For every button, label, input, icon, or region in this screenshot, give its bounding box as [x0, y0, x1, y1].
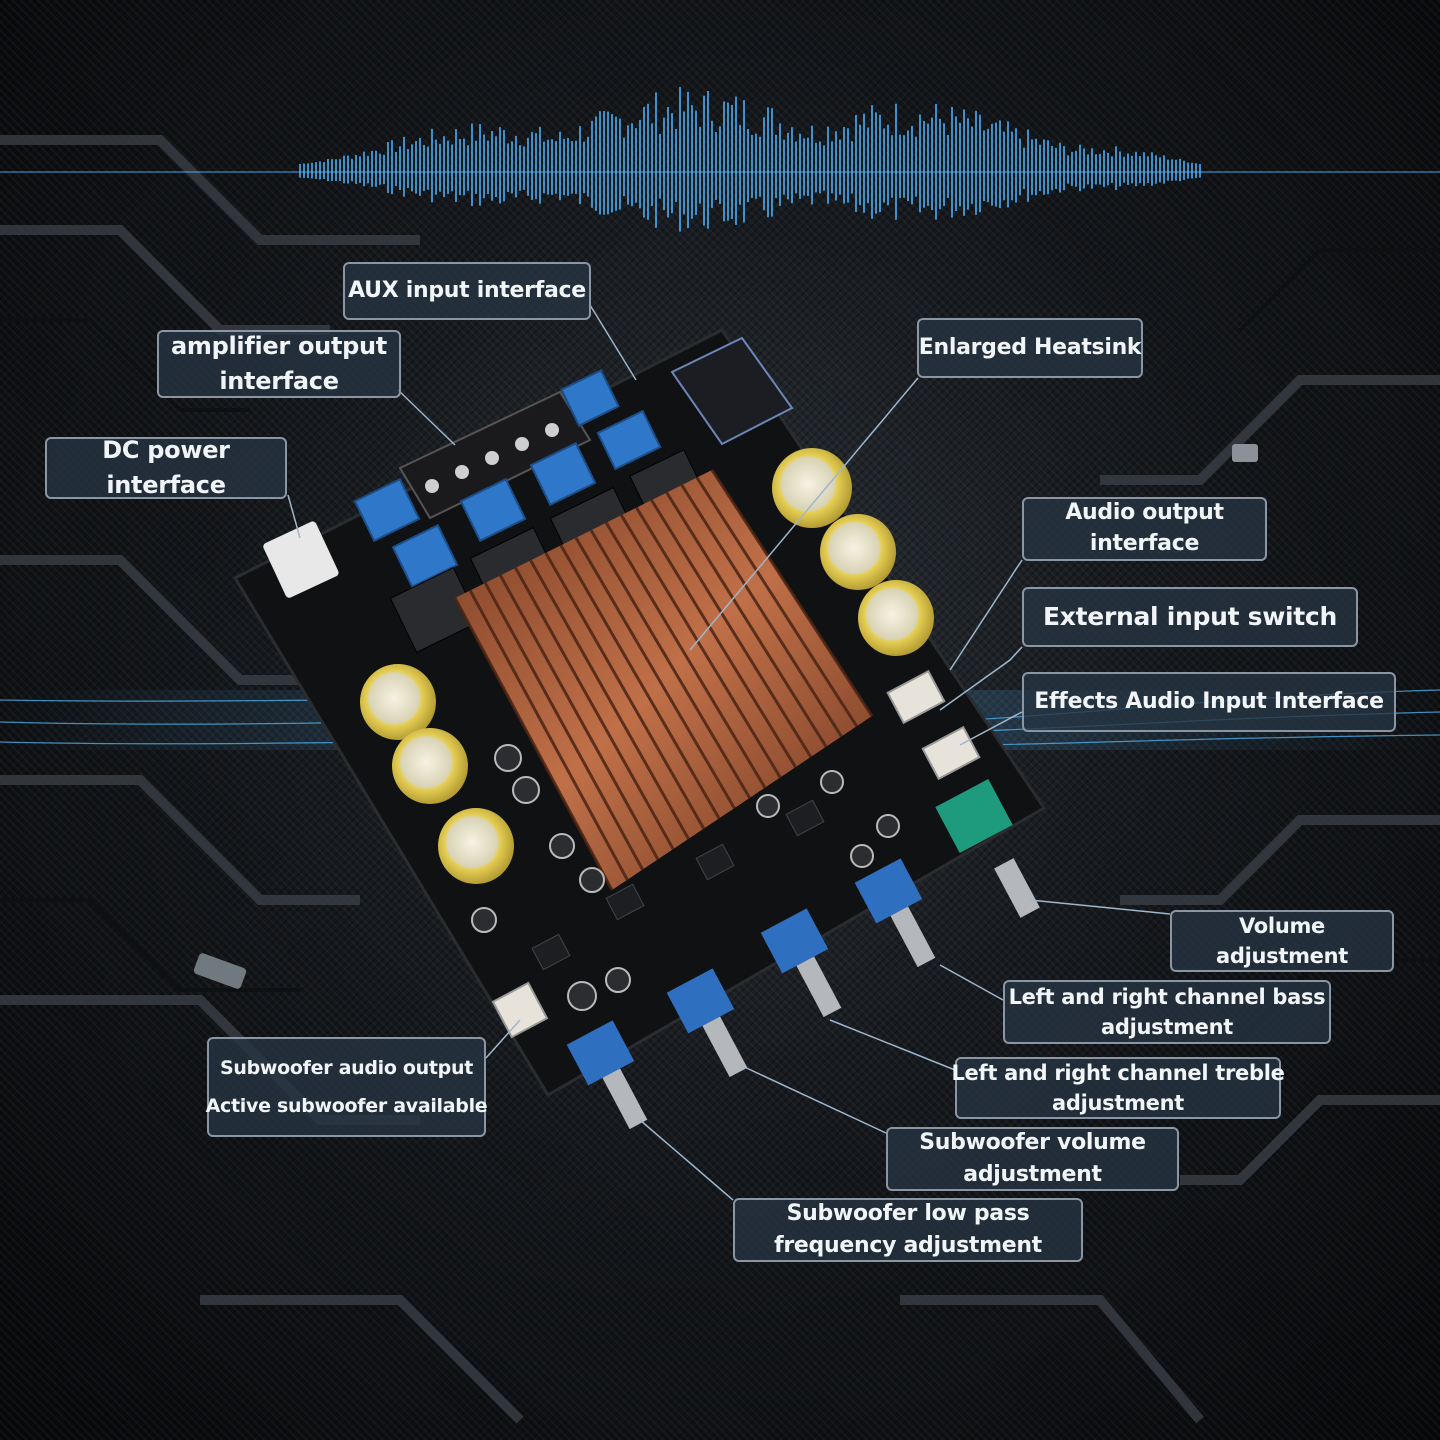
- heatsink-fin: [574, 537, 736, 809]
- heatsink-fin: [680, 484, 843, 738]
- callout-external-input-switch: External input switch: [1022, 587, 1358, 647]
- callout-audio-output-line1: Audio output: [1065, 500, 1224, 526]
- heatsink-fin: [710, 469, 874, 717]
- callout-heatsink: Enlarged Heatsink: [917, 318, 1143, 378]
- audio-waveform: [0, 86, 1440, 232]
- callout-audio-output: Audio output interface: [1022, 497, 1267, 561]
- heatsink-fin: [499, 574, 660, 861]
- capacitors: [360, 448, 934, 884]
- potentiometers: [566, 858, 1040, 1130]
- heatsink-fin: [559, 544, 721, 820]
- heatsink-fin: [620, 514, 782, 779]
- callout-bass: Left and right channel bass adjustment: [1003, 980, 1331, 1044]
- heatsink-fin: [483, 582, 644, 871]
- callout-subwoofer-volume-line2: adjustment: [963, 1162, 1102, 1187]
- heatsink-fin: [635, 506, 797, 768]
- callout-volume-line2: adjustment: [1215, 944, 1348, 968]
- callout-amplifier-output-line2: interface: [219, 367, 339, 395]
- callout-subwoofer-low-pass-line1: Subwoofer low pass: [786, 1201, 1030, 1227]
- heatsink-fin: [514, 567, 675, 850]
- callout-effects-audio-input: Effects Audio Input Interface: [1022, 672, 1396, 732]
- callout-dc-power-line2: interface: [106, 471, 226, 499]
- heatsink-fin: [695, 476, 858, 728]
- callout-bass-line1: Left and right channel bass: [1008, 984, 1326, 1009]
- heatsink-fin: [468, 589, 629, 881]
- callout-treble-line1: Left and right channel treble: [951, 1060, 1285, 1085]
- heatsink-fin: [604, 521, 767, 789]
- callout-subwoofer-volume: Subwoofer volume adjustment: [886, 1127, 1179, 1191]
- heatsink-fin: [665, 491, 828, 748]
- callout-dc-power-line1: DC power: [102, 436, 230, 465]
- callout-subwoofer-output-line2: Active subwoofer available: [205, 1095, 488, 1117]
- callout-aux-input: AUX input interface: [343, 262, 591, 320]
- callout-effects-audio-input-line1: Effects Audio Input Interface: [1034, 689, 1384, 715]
- heatsink-fin: [453, 597, 614, 891]
- heatsink-fin: [650, 499, 813, 758]
- callout-aux-input-line1: AUX input interface: [348, 278, 586, 304]
- callout-amplifier-output: amplifier output interface: [157, 330, 401, 398]
- callout-treble-line2: adjustment: [1051, 1091, 1184, 1115]
- callout-treble: Left and right channel treble adjustment: [951, 1057, 1285, 1119]
- heatsink-fin: [544, 552, 706, 830]
- callout-amplifier-output-line1: amplifier output: [171, 332, 387, 361]
- callout-subwoofer-low-pass-line2: frequency adjustment: [774, 1233, 1042, 1258]
- callout-heatsink-line1: Enlarged Heatsink: [918, 335, 1142, 361]
- callout-volume-line1: Volume: [1238, 913, 1325, 938]
- callout-audio-output-line2: interface: [1089, 531, 1200, 556]
- callout-subwoofer-low-pass: Subwoofer low pass frequency adjustment: [733, 1198, 1083, 1262]
- heatsink-fin: [529, 559, 690, 840]
- callout-subwoofer-output-line1: Subwoofer audio output: [219, 1057, 473, 1079]
- callout-dc-power: DC power interface: [45, 436, 287, 499]
- callout-bass-line2: adjustment: [1100, 1015, 1233, 1039]
- callout-volume: Volume adjustment: [1170, 910, 1394, 972]
- heatsink-fin: [589, 529, 751, 799]
- callout-subwoofer-output: Subwoofer audio output Active subwoofer …: [205, 1037, 488, 1137]
- dc-jack: [263, 521, 339, 598]
- callout-subwoofer-volume-line1: Subwoofer volume: [919, 1130, 1146, 1156]
- callout-external-input-switch-line1: External input switch: [1043, 602, 1337, 632]
